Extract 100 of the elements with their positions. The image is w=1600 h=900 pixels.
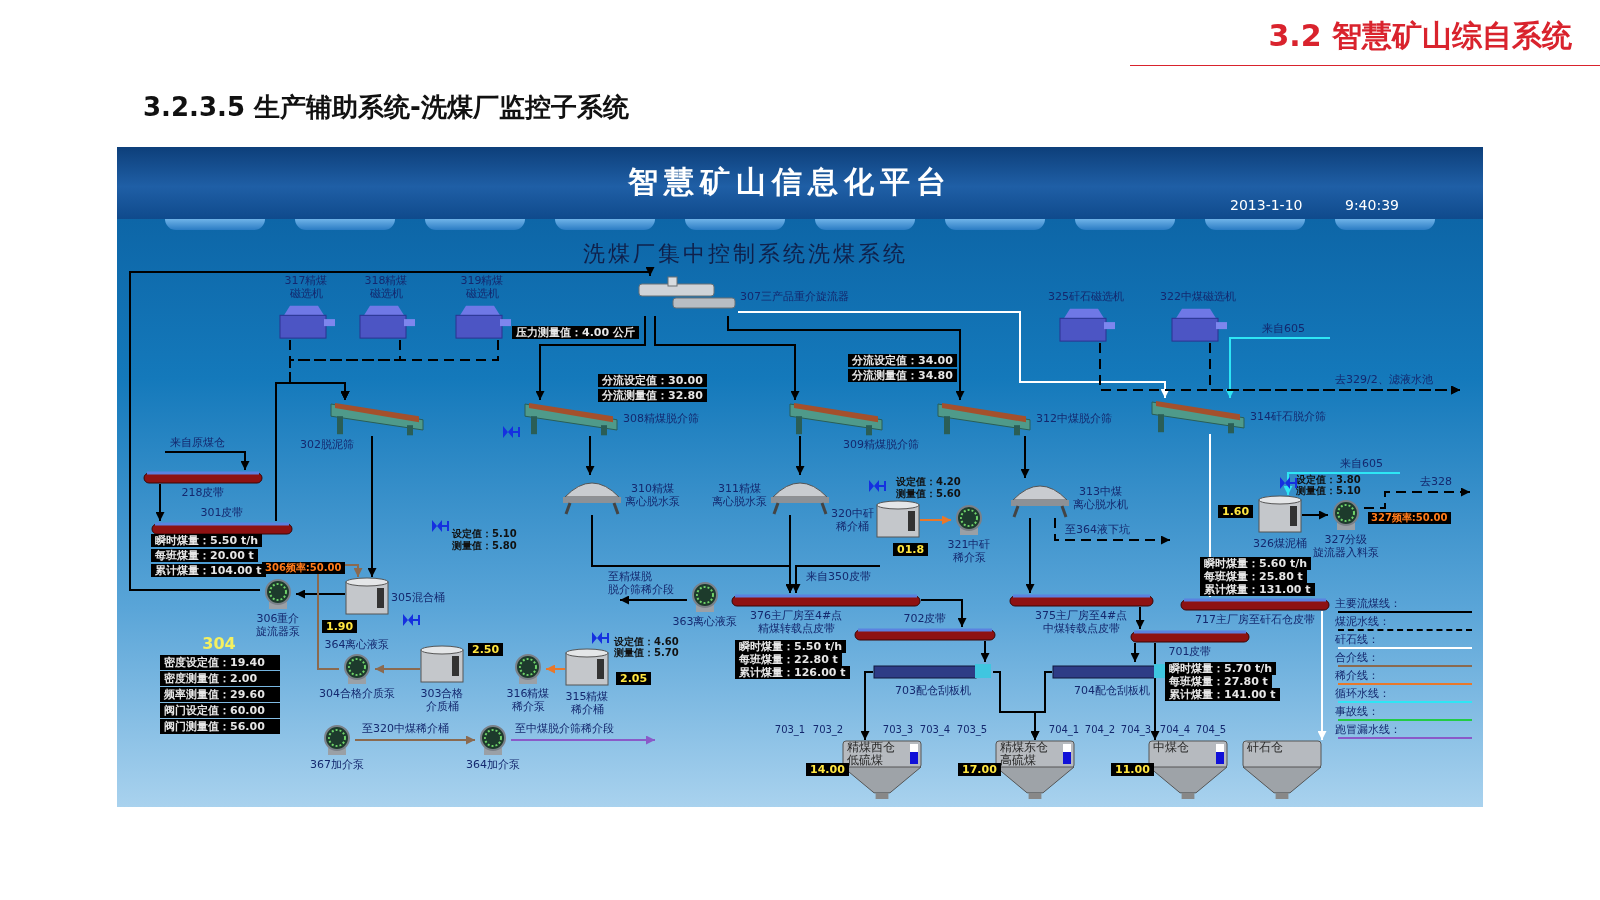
legend-label: 事故线：	[1335, 706, 1379, 718]
readout-box: 瞬时煤量：5.60 t/h	[1200, 557, 1312, 570]
readout-box: 累计煤量：131.00 t	[1200, 583, 1315, 596]
flow-arrow	[737, 311, 1170, 399]
readout-box: 累计煤量：104.00 t	[151, 564, 266, 577]
readout-box: 每班煤量：27.80 t	[1165, 675, 1272, 688]
value-box: 306频率:50.00	[262, 562, 345, 574]
flow-arrow	[1025, 517, 1035, 594]
equipment-label: 364离心液泵	[324, 638, 390, 651]
flow-arrow	[860, 671, 874, 741]
equipment-label: 375主厂房至4#点中煤转载点皮带	[1034, 609, 1128, 635]
readout-text: 测量值：5.80	[452, 540, 517, 551]
equipment-label: 363离心液泵	[672, 615, 738, 628]
flow-arrow	[1054, 517, 1171, 545]
flow-arrow	[374, 664, 421, 674]
flow-arrow	[795, 435, 805, 476]
equipment-label: 702皮带	[903, 612, 947, 625]
equipment-label: 218皮带	[181, 486, 225, 499]
readout-box: 每班煤量：20.00 t	[151, 549, 258, 562]
readout-box: 阀门测量值：56.00	[160, 719, 280, 734]
equipment-label: 322中煤磁选机	[1160, 290, 1236, 303]
bin-tag: 704_4	[1159, 724, 1191, 735]
value-box: 11.00	[1111, 763, 1154, 776]
equipment-label: 325矸石磁选机	[1048, 290, 1124, 303]
readout-box: 密度测量值：2.00	[160, 671, 280, 686]
edge-label: 来自605	[1262, 322, 1305, 335]
flow-arrow	[585, 435, 595, 476]
edge-label: 来自350皮带	[806, 570, 871, 583]
equipment-label: 327分级旋流器入料泵	[1313, 533, 1379, 559]
flow-arrow	[1150, 642, 1160, 741]
flow-arrow	[354, 735, 476, 745]
flow-arrow	[164, 451, 250, 471]
readout-box: 累计煤量：141.00 t	[1165, 688, 1280, 701]
equipment-label: 321中矸稀介泵	[947, 538, 991, 564]
equipment-label: 313中煤离心脱水机	[1073, 485, 1128, 511]
page-heading: 3.2.3.5 生产辅助系统-洗煤厂监控子系统	[143, 91, 629, 124]
flow-arrow	[919, 515, 952, 525]
bin-tag: 704_2	[1084, 724, 1116, 735]
equipment-label: 314矸石脱介筛	[1250, 409, 1326, 423]
flow-arrow	[1225, 337, 1331, 399]
equipment-label: 309精煤脱介筛	[843, 438, 919, 451]
edge-label: 至中煤脱介筛稀介段	[515, 722, 614, 735]
flow-arrow	[1020, 435, 1030, 479]
legend-label: 煤泥水线：	[1335, 616, 1390, 628]
readout-box: 瞬时煤量：5.50 t/h	[735, 640, 847, 653]
equipment-label: 318精煤磁选机	[364, 274, 408, 300]
readout-box: 阀门设定值：60.00	[160, 703, 280, 718]
flow-arrow	[654, 315, 800, 401]
flow-arrow	[619, 595, 688, 605]
edge-label: 至320中煤稀介桶	[362, 722, 449, 735]
flow-arrow	[1030, 671, 1053, 741]
bin-tag: 703_2	[812, 724, 844, 735]
flow-arrow	[289, 339, 499, 401]
value-box: 2.50	[468, 643, 504, 656]
equipment-label: 310精煤离心脱水泵	[625, 482, 680, 508]
flow-arrow	[1135, 606, 1145, 630]
value-box: 2.05	[616, 672, 652, 685]
readout-box: 密度设定值：19.40	[160, 655, 280, 670]
flow-arrow	[545, 664, 566, 674]
equipment-label: 301皮带	[200, 506, 244, 519]
legend-label: 主要流煤线：	[1335, 598, 1401, 610]
flow-arrow	[1363, 487, 1471, 509]
equipment-label: 701皮带	[1168, 645, 1212, 658]
readout-box: 累计煤量：126.00 t	[735, 666, 850, 679]
equipment-label: 703配仓刮板机	[895, 684, 971, 697]
flow-arrow	[510, 735, 656, 745]
legend-label: 循环水线：	[1335, 688, 1390, 700]
equipment-label: 315精煤稀介桶	[565, 690, 609, 716]
readout-box: 分流设定值：30.00	[598, 374, 707, 387]
bin-tag: 703_4	[919, 724, 951, 735]
edge-label: 去329/2、滤液水池	[1335, 373, 1433, 386]
equipment-label: 306重介旋流器泵	[256, 612, 300, 638]
screen-title: 洗煤厂集中控制系统洗煤系统	[582, 240, 908, 268]
bin-tag: 703_1	[774, 724, 806, 735]
edge-label: 去328	[1420, 475, 1452, 488]
readout-box: 分流设定值：34.00	[848, 354, 957, 367]
readout-box: 分流测量值：34.80	[848, 369, 957, 382]
flow-arrow	[1317, 610, 1327, 741]
equipment-label: 376主厂房至4#点精煤转载点皮带	[749, 609, 843, 635]
edge-label: 来自605	[1340, 457, 1383, 470]
readout-box: 每班煤量：25.80 t	[1200, 570, 1307, 583]
flow-arrow	[785, 514, 795, 594]
edge-label: 至364液下坑	[1065, 523, 1130, 536]
equipment-label: 311精煤离心脱水泵	[712, 482, 767, 508]
flow-arrow	[727, 315, 965, 401]
equipment-label: 316精煤稀介泵	[506, 687, 550, 713]
panel-number: 304	[202, 634, 236, 653]
flow-arrow	[791, 565, 881, 594]
readout-box: 频率测量值：29.60	[160, 687, 280, 702]
readout-text: 测量值：5.70	[614, 647, 679, 658]
readout-text: 测量值：5.60	[896, 488, 961, 499]
date-text: 2013-1-10	[1230, 197, 1303, 213]
flow-arrow	[295, 589, 346, 599]
equipment-label: 317精煤磁选机	[284, 274, 328, 300]
value-box: 17.00	[958, 763, 1001, 776]
flow-arrow	[1130, 642, 1140, 663]
flow-arrow	[920, 599, 967, 628]
readout-box: 分流测量值：32.80	[598, 389, 707, 402]
value-box: 01.8	[893, 543, 929, 556]
equipment-label: 304合格介质泵	[319, 687, 395, 700]
